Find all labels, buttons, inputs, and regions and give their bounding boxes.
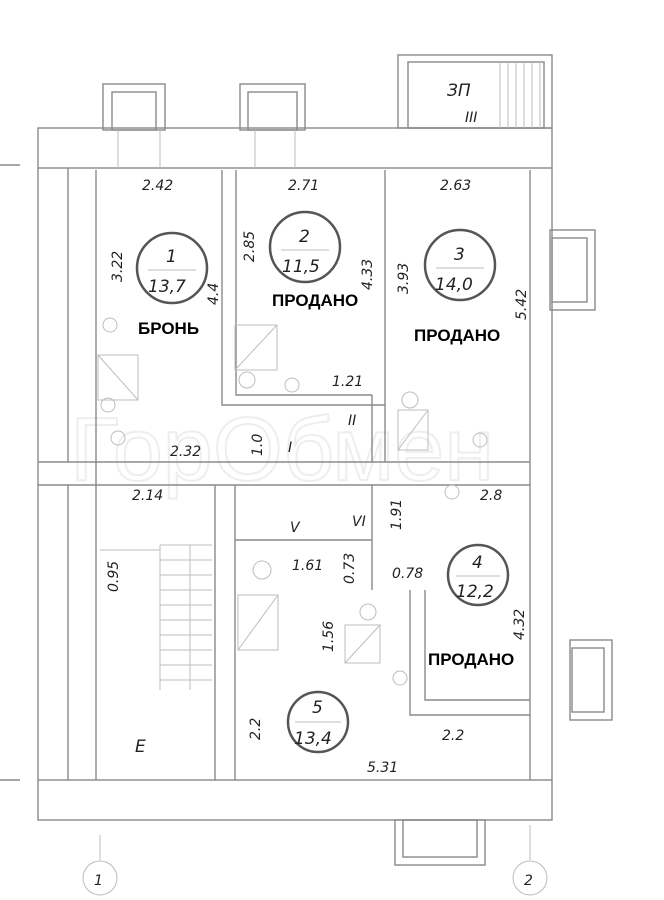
svg-text:1.56: 1.56	[321, 621, 337, 652]
svg-text:2.8: 2.8	[480, 488, 502, 504]
svg-text:0.95: 0.95	[106, 561, 122, 592]
svg-text:13,7: 13,7	[148, 277, 186, 297]
axis-1: 1	[94, 873, 103, 889]
svg-text:1.0: 1.0	[250, 434, 266, 456]
status-label: ПРОДАНО	[428, 650, 514, 669]
room-2: 2 11,5 ПРОДАНО	[268, 210, 358, 310]
axis-2: 2	[524, 873, 533, 889]
svg-text:4: 4	[472, 553, 483, 573]
walls	[0, 54, 613, 866]
room-5: 5 13,4	[286, 690, 350, 754]
svg-text:5.31: 5.31	[367, 760, 398, 776]
room-3: 3 14,0 ПРОДАНО	[414, 228, 500, 345]
svg-text:12,2: 12,2	[456, 582, 494, 602]
svg-text:5.42: 5.42	[514, 289, 530, 320]
corridor-i: I	[288, 440, 292, 456]
svg-text:3: 3	[454, 245, 465, 265]
svg-text:2.2: 2.2	[248, 718, 264, 740]
svg-text:1.61: 1.61	[292, 558, 323, 574]
svg-text:2.42: 2.42	[142, 178, 173, 194]
svg-text:4.32: 4.32	[512, 609, 528, 640]
svg-text:2.14: 2.14	[132, 488, 163, 504]
status-label: ПРОДАНО	[414, 326, 500, 345]
svg-text:2: 2	[299, 227, 310, 247]
room-e-label: E	[135, 737, 146, 757]
status-label: ПРОДАНО	[272, 291, 358, 310]
room-1: 1 13,7 БРОНЬ	[135, 231, 209, 338]
svg-text:1: 1	[166, 247, 177, 267]
stair-label: ЗП	[447, 81, 471, 101]
svg-text:1.21: 1.21	[332, 374, 363, 390]
svg-text:0.73: 0.73	[342, 553, 358, 584]
svg-text:2.71: 2.71	[288, 178, 319, 194]
corridor-v: V	[290, 520, 301, 536]
svg-text:0.78: 0.78	[392, 566, 423, 582]
svg-text:3.93: 3.93	[396, 263, 412, 294]
status-label: БРОНЬ	[138, 319, 199, 338]
svg-text:14,0: 14,0	[435, 275, 473, 295]
svg-text:5: 5	[312, 698, 323, 718]
stair-numeral: III	[465, 110, 477, 126]
svg-text:4.33: 4.33	[360, 259, 376, 290]
svg-text:3.22: 3.22	[110, 251, 126, 282]
svg-text:2.2: 2.2	[442, 728, 464, 744]
svg-text:13,4: 13,4	[294, 729, 332, 749]
axis-markers: 1 2	[82, 825, 548, 896]
svg-text:2.85: 2.85	[242, 231, 258, 262]
svg-text:4.4: 4.4	[206, 283, 222, 305]
corridor-ii: II	[348, 413, 356, 429]
svg-text:2.32: 2.32	[170, 444, 201, 460]
svg-text:2.63: 2.63	[440, 178, 471, 194]
room-4: 4 12,2 ПРОДАНО	[428, 543, 514, 669]
svg-text:1.91: 1.91	[389, 499, 405, 530]
dimensions: 2.42 3.22 4.4 2.32 2.71 2.85 4.33 1.21 2…	[106, 178, 530, 776]
svg-text:11,5: 11,5	[282, 257, 320, 277]
corridor-vi: VI	[352, 514, 366, 530]
